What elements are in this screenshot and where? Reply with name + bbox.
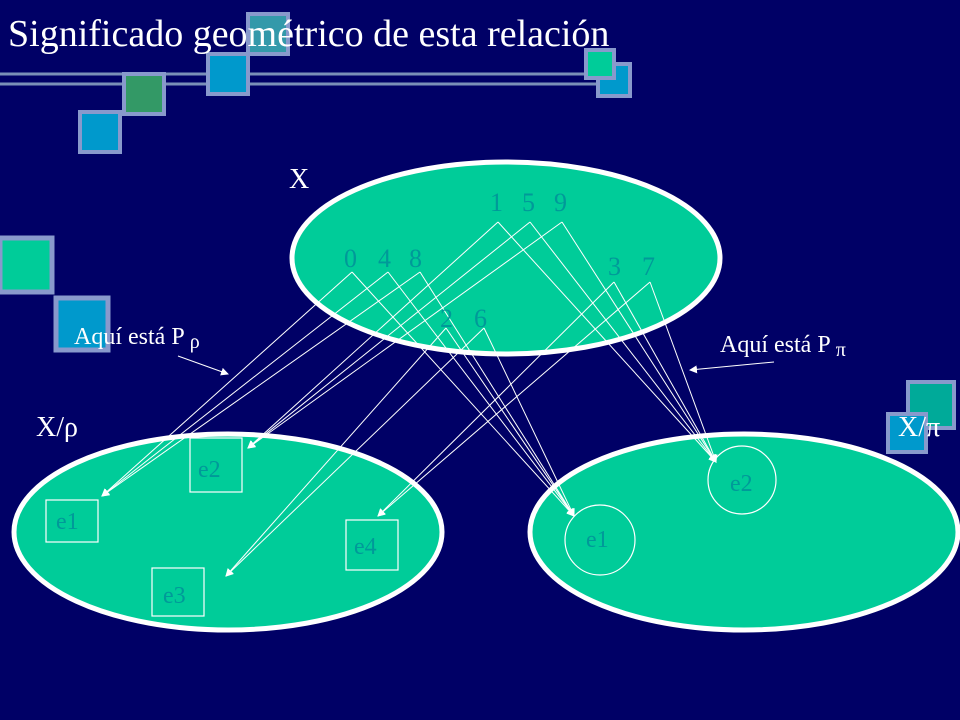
element-8: 8 [409, 244, 422, 273]
side-decoration-right [886, 380, 956, 454]
arrow-line [351, 271, 575, 517]
p-pi-pointer [689, 361, 775, 374]
class-box-e4-rho [345, 519, 399, 571]
arrow-line [529, 221, 717, 463]
arrow-line [101, 271, 353, 497]
element-4: 4 [378, 244, 391, 273]
set-x-elements: 1 5 9 0 4 8 3 7 2 6 [344, 188, 655, 333]
arrow-line [377, 281, 615, 517]
class-box-e2-rho [189, 437, 243, 493]
class-circle-e2-pi [707, 445, 777, 515]
element-6: 6 [474, 304, 487, 333]
deco-square [246, 12, 290, 56]
deco-square [206, 52, 250, 96]
arrow-line [387, 271, 575, 517]
p-pi-annotation: Aquí está P π [720, 332, 846, 361]
quotient-pi-label: X/π [898, 412, 940, 443]
element-3: 3 [608, 252, 621, 281]
p-pi-subscript: π [836, 339, 846, 361]
arrow-line [483, 327, 575, 517]
arrow-line [419, 271, 575, 517]
element-1: 1 [490, 188, 503, 217]
class-e1-pi: e1 [586, 527, 609, 553]
element-7: 7 [642, 252, 655, 281]
class-circle-e1-pi [564, 504, 636, 576]
arrow-line [497, 221, 717, 463]
deco-square [53, 295, 111, 353]
side-decoration-left [0, 235, 111, 353]
page-title: Significado geométrico de esta relación [8, 13, 609, 55]
arrow-line [561, 221, 717, 463]
arrow-line [225, 327, 447, 577]
arrow-line [247, 221, 499, 449]
p-pi-text: Aquí está P [720, 332, 830, 358]
arrow-line [247, 221, 531, 449]
arrow-line [649, 281, 718, 463]
class-e2-pi: e2 [730, 471, 753, 497]
deco-square [78, 110, 122, 154]
element-9: 9 [554, 188, 567, 217]
arrow-line [445, 327, 575, 517]
class-box-e1-rho [45, 499, 99, 543]
class-e1-rho: e1 [56, 509, 79, 535]
class-e2-rho: e2 [198, 457, 221, 483]
arrow-line [247, 221, 563, 449]
arrow-line [101, 271, 421, 497]
set-x-label: X [289, 164, 309, 195]
deco-square [584, 48, 616, 80]
arrow-line [101, 271, 389, 497]
set-x-ellipse [289, 159, 723, 357]
arrow-line [377, 281, 651, 517]
class-box-e3-rho [151, 567, 205, 617]
header-decoration [0, 12, 632, 154]
p-rho-annotation: Aquí está P ρ [74, 324, 200, 353]
element-0: 0 [344, 244, 357, 273]
arrow-line [613, 281, 717, 463]
element-5: 5 [522, 188, 535, 217]
deco-square [886, 412, 928, 454]
p-rho-text: Aquí está P [74, 324, 184, 350]
p-rho-subscript: ρ [190, 331, 200, 353]
class-e3-rho: e3 [163, 583, 186, 609]
class-e4-rho: e4 [354, 534, 377, 560]
quotient-rho-label: X/ρ [36, 412, 78, 443]
element-2: 2 [440, 304, 453, 333]
deco-square [122, 72, 166, 116]
quotient-pi-ellipse [527, 431, 960, 633]
mapping-arrows [101, 221, 775, 577]
p-rho-pointer [177, 355, 229, 376]
deco-square [0, 235, 55, 295]
